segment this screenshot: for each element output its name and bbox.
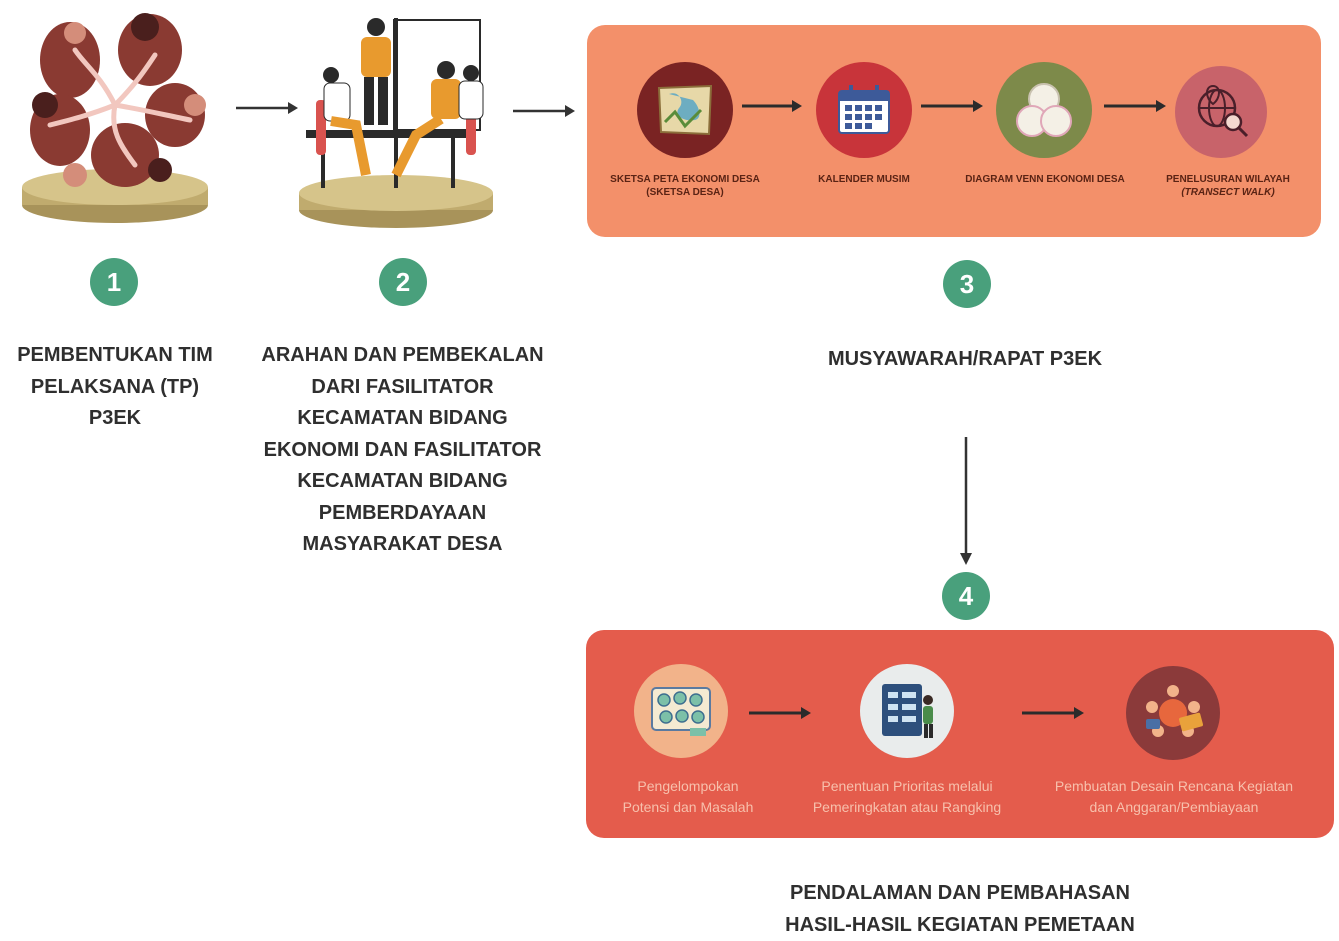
panel4-label-line: Pembuatan Desain Rencana Kegiatan <box>1054 778 1294 794</box>
step-label-line: PENDALAMAN DAN PEMBAHASAN <box>790 882 1130 904</box>
step-label-line: PELAKSANA (TP) <box>30 375 200 398</box>
panel4-label-line: Penentuan Prioritas melalui <box>821 778 993 794</box>
step-1-badge: 1 <box>90 258 138 306</box>
ranking-board-icon <box>860 664 954 758</box>
arrow-venn-to-transect <box>1104 100 1166 112</box>
planning-meeting-icon <box>1126 666 1220 760</box>
venn-diagram-icon <box>996 62 1092 158</box>
arrow-step1-to-step2 <box>236 102 298 114</box>
arrow-step3-to-step4 <box>960 437 972 565</box>
step-2-badge: 2 <box>379 258 427 306</box>
arrow-ranking-to-planning <box>1022 707 1084 719</box>
step-label-line: PEMBERDAYAAN <box>318 501 487 524</box>
panel3-label-line: (SKETSA DESA) <box>646 187 724 198</box>
panel4-label-line: Potensi dan Masalah <box>622 799 754 815</box>
step-label-line: MUSYAWARAH/RAPAT P3EK <box>827 348 1103 370</box>
panel4-label-penentuan: Penentuan Prioritas melalui Pemeringkata… <box>782 776 1032 818</box>
step-label-line: KECAMATAN BIDANG <box>297 470 508 492</box>
panel4-label-pembuatan: Pembuatan Desain Rencana Kegiatan dan An… <box>1028 776 1320 818</box>
arrow-grouping-to-ranking <box>749 707 811 719</box>
panel3-label-line: PENELUSURAN WILAYAH <box>1166 174 1290 185</box>
step-2-label: ARAHAN DAN PEMBEKALAN DARI FASILITATOR K… <box>240 340 565 561</box>
panel4-label-line: Pemeringkatan atau Rangking <box>812 799 1002 815</box>
panel3-label-kalender: KALENDER MUSIM <box>796 173 932 186</box>
step-label-line: PEMBENTUKAN TIM <box>17 344 213 366</box>
panel3-label-line: SKETSA PETA EKONOMI DESA <box>610 174 760 185</box>
step-label-line: ARAHAN DAN PEMBEKALAN <box>261 344 544 366</box>
step-label-line: HASIL-HASIL KEGIATAN PEMETAAN <box>785 913 1135 936</box>
step-label-line: DARI FASILITATOR <box>311 375 494 398</box>
step-4-label: PENDALAMAN DAN PEMBAHASAN HASIL-HASIL KE… <box>730 878 1190 941</box>
step-label-line: EKONOMI DAN FASILITATOR <box>263 438 542 461</box>
panel3-label-line: KALENDER MUSIM <box>818 174 910 185</box>
village-map-icon <box>637 62 733 158</box>
arrow-map-to-calendar <box>742 100 802 112</box>
step-3-label: MUSYAWARAH/RAPAT P3EK <box>770 344 1160 376</box>
arrow-step2-to-step3 <box>513 105 575 117</box>
panel4-label-line: dan Anggaran/Pembiayaan <box>1089 799 1259 815</box>
briefing-meeting-illustration <box>296 15 501 230</box>
globe-search-icon <box>1175 66 1267 158</box>
panel3-label-line: (TRANSECT WALK) <box>1181 187 1275 198</box>
panel3-label-penelusuran: PENELUSURAN WILAYAH (TRANSECT WALK) <box>1148 173 1308 199</box>
panel3-label-sketsa: SKETSA PETA EKONOMI DESA (SKETSA DESA) <box>595 173 775 199</box>
calendar-icon <box>816 62 912 158</box>
panel3-label-venn: DIAGRAM VENN EKONOMI DESA <box>950 173 1140 186</box>
step-label-line: KECAMATAN BIDANG <box>297 407 508 429</box>
panel4-label-pengelompokan: Pengelompokan Potensi dan Masalah <box>596 776 780 818</box>
step-1-label: PEMBENTUKAN TIM PELAKSANA (TP) P3EK <box>0 340 230 435</box>
team-circle-illustration <box>15 5 215 225</box>
panel3-label-line: DIAGRAM VENN EKONOMI DESA <box>965 174 1125 185</box>
panel4-label-line: Pengelompokan <box>637 778 739 794</box>
grouping-board-icon <box>634 664 728 758</box>
step-label-line: P3EK <box>88 407 142 429</box>
step-4-badge: 4 <box>942 572 990 620</box>
step-3-badge: 3 <box>943 260 991 308</box>
arrow-calendar-to-venn <box>921 100 983 112</box>
step-label-line: MASYARAKAT DESA <box>302 533 503 555</box>
